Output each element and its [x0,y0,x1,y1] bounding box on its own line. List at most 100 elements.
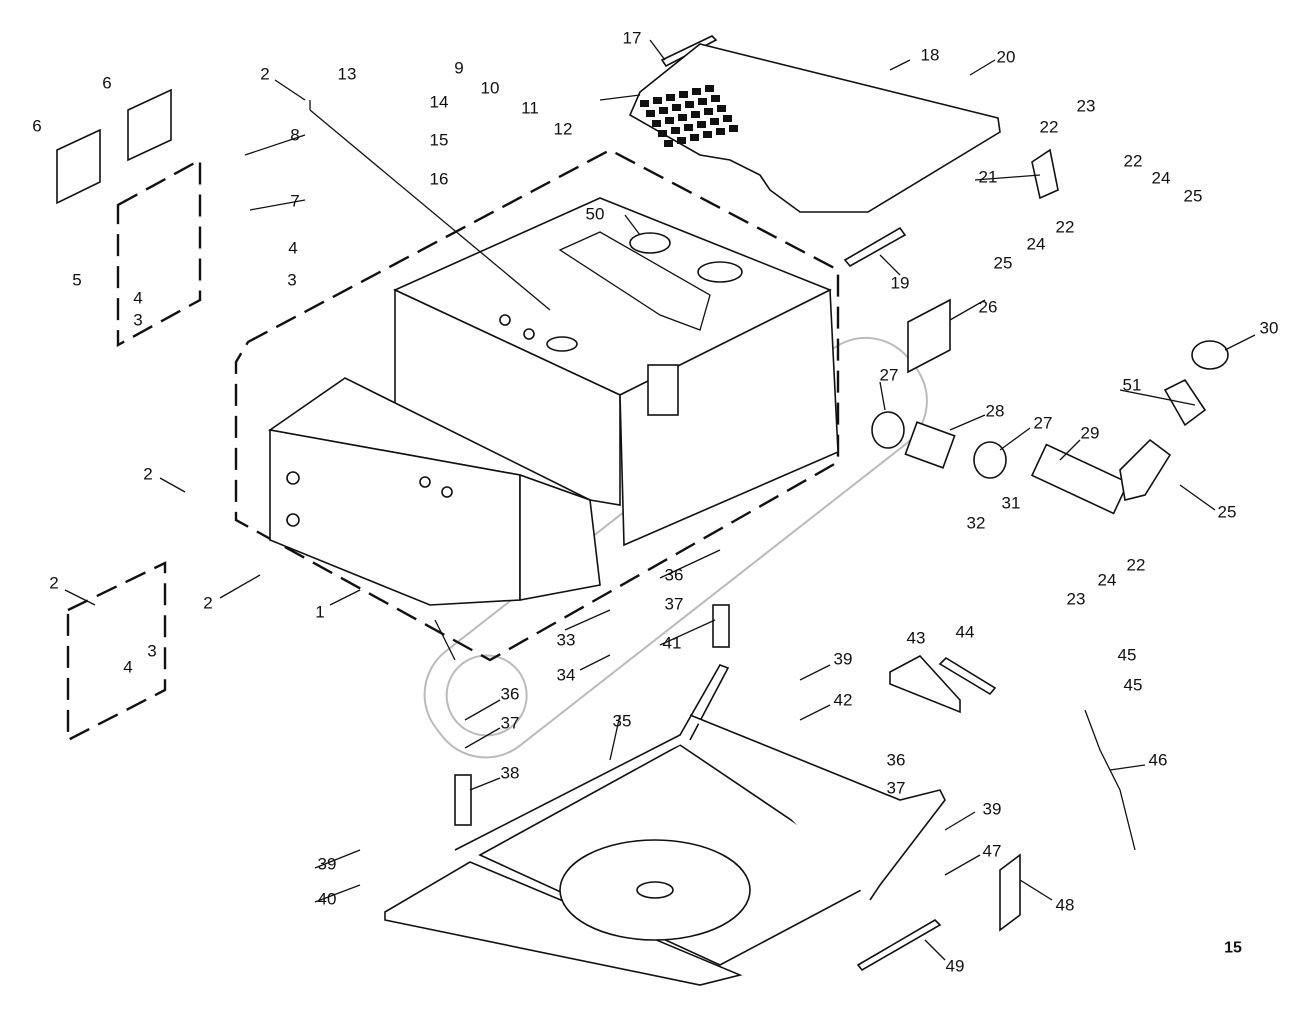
hose-29 [1030,443,1130,515]
grid-cell [691,111,700,118]
grid-cell [703,131,712,138]
cap-30 [1191,340,1229,370]
label-plate-6a [56,128,101,205]
frame-rail-left [454,664,730,851]
rod-44 [938,656,997,696]
callout-31: 31 [1002,494,1021,513]
label-plate-6b [127,88,172,162]
port [286,471,300,485]
grid-cell [640,100,649,107]
leader-line [1059,439,1081,461]
callout-15: 15 [430,131,449,150]
strip-49 [856,918,942,972]
grid-cell [723,115,732,122]
clamp-27a [871,411,905,449]
callout-34: 34 [557,666,576,685]
callout-38: 38 [501,764,520,783]
port [499,314,511,326]
callout-29: 29 [1081,424,1100,443]
callout-39: 39 [834,650,853,669]
leader-line [219,574,261,599]
callout-28: 28 [986,402,1005,421]
callout-4: 4 [288,239,297,258]
callout-36: 36 [501,685,520,704]
cover-plate-grid [640,85,738,147]
leader-line [564,609,611,631]
callout-3: 3 [147,642,156,661]
leader-line [944,811,976,831]
callout-48: 48 [1056,896,1075,915]
callout-22: 22 [1040,118,1059,137]
grid-cell [704,108,713,115]
leader-line [1179,484,1216,511]
leader-line [314,849,361,869]
leader-line [579,654,611,671]
tank-recess [558,231,711,331]
callout-6: 6 [102,74,111,93]
callout-2: 2 [49,574,58,593]
callout-labels: 1222233344456678910111213141516171819202… [32,29,1278,976]
leader-line [244,134,306,156]
grid-cell [652,120,661,127]
callout-37: 37 [501,714,520,733]
callout-5: 5 [72,271,81,290]
tank-side [619,288,839,547]
grid-cell [698,98,707,105]
grid-cell [717,105,726,112]
callout-45: 45 [1118,646,1137,665]
callout-30: 30 [1260,319,1279,338]
callout-36: 36 [665,566,684,585]
callout-27: 27 [880,366,899,385]
callout-49: 49 [946,957,965,976]
callout-33: 33 [557,631,576,650]
frame-plate [384,861,743,986]
grid-cell [716,128,725,135]
callout-25: 25 [1184,187,1203,206]
grid-cell [711,95,720,102]
grid-cell [653,97,662,104]
filler-elbow [1119,438,1172,501]
callout-47: 47 [983,842,1002,861]
leader-line [599,94,641,101]
callout-4: 4 [133,289,142,308]
callout-39: 39 [318,855,337,874]
callout-22: 22 [1056,218,1075,237]
leader-line [879,254,901,276]
grid-cell [697,121,706,128]
leader-line [799,664,831,681]
leader-line [469,777,501,791]
callout-26: 26 [979,298,998,317]
callout-2: 2 [143,465,152,484]
leader-line [944,854,981,876]
page-number: 15 [1224,940,1242,957]
hose-28 [904,421,956,469]
callout-41: 41 [663,634,682,653]
leader-lines [64,39,1256,961]
grid-cell [679,91,688,98]
callout-39: 39 [983,800,1002,819]
callout-4: 4 [123,658,132,677]
lower-tank-front [269,429,521,606]
port [419,476,431,488]
lower-tank-side [519,473,601,601]
callout-7: 7 [290,192,299,211]
callout-35: 35 [613,712,632,731]
leader-line [969,59,996,76]
leader-line [659,619,716,646]
strip-17 [660,35,718,68]
grid-cell [646,110,655,117]
callout-37: 37 [665,595,684,614]
callout-45: 45 [1124,676,1143,695]
bar-43 [889,655,961,714]
leader-line [999,427,1031,451]
leader-line [974,174,1041,181]
callout-17: 17 [623,29,642,48]
grid-cell [672,104,681,111]
callout-16: 16 [430,170,449,189]
leader-line [924,939,946,961]
callout-6: 6 [32,117,41,136]
callout-23: 23 [1077,97,1096,116]
callout-3: 3 [287,271,296,290]
leader-line [1224,334,1256,351]
callout-50: 50 [586,205,605,224]
